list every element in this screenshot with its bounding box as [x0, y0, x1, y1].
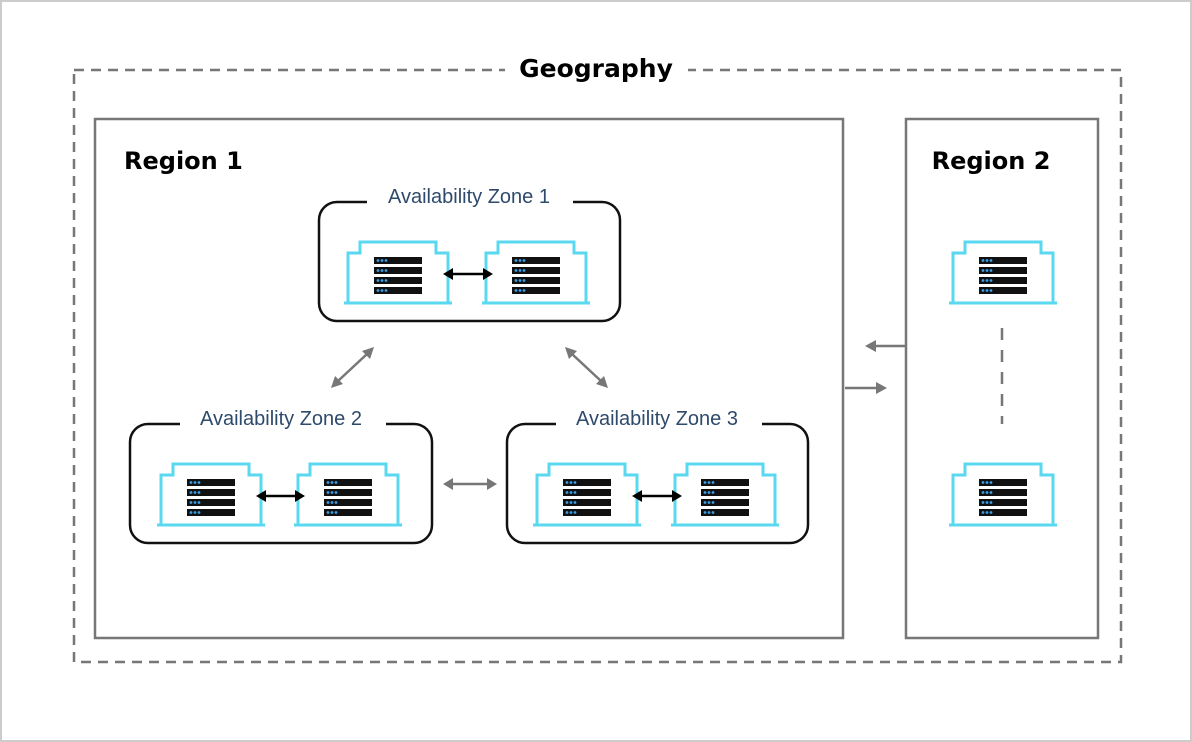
double-arrow-icon — [443, 268, 493, 280]
geography-border — [72, 68, 1123, 664]
geography-label: Geography — [519, 54, 673, 83]
zone-2-label: Availability Zone 2 — [200, 408, 362, 430]
availability-zone-2: Availability Zone 2 — [128, 408, 434, 545]
geography-label-mask — [505, 52, 688, 88]
region-links — [845, 340, 906, 394]
double-arrow-icon — [565, 347, 608, 388]
zone-links — [331, 347, 608, 490]
arrow-right-icon — [845, 382, 887, 394]
zone-2-label-mask — [180, 408, 386, 438]
region-1-label: Region 1 — [124, 147, 243, 175]
zone-1-label-mask — [367, 186, 573, 216]
zone-1-label: Availability Zone 1 — [388, 186, 550, 208]
double-arrow-icon — [632, 490, 682, 502]
availability-zone-1: Availability Zone 1 — [317, 186, 622, 323]
double-arrow-icon — [443, 478, 497, 490]
geography-boundary: Geography — [72, 52, 1123, 664]
arrow-left-icon — [865, 340, 906, 352]
zone-3-label: Availability Zone 3 — [576, 408, 738, 430]
region-2-label: Region 2 — [932, 147, 1051, 175]
double-arrow-icon — [256, 490, 305, 502]
zone-3-label-mask — [556, 408, 762, 438]
availability-zone-3: Availability Zone 3 — [505, 408, 810, 545]
double-arrow-icon — [331, 347, 374, 388]
region-2-datacenters — [947, 240, 1059, 527]
